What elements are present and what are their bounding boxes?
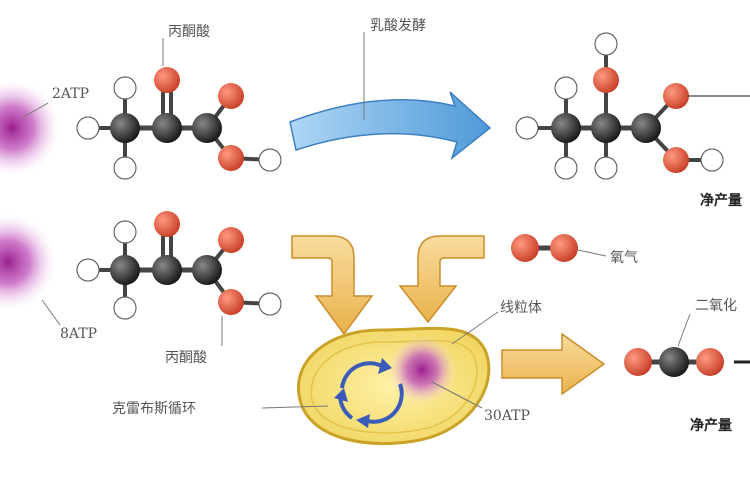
label-pyruvate-top: 丙酮酸 [168,24,210,40]
label-lactic-fermentation: 乳酸发酵 [370,18,426,34]
oxygen-atom [511,234,539,262]
label-atp-mitochondria: 30ATP [484,408,530,424]
oxygen-atom [218,145,244,171]
label-mitochondria: 线粒体 [500,300,542,316]
label-carbon-dioxide: 二氧化 [695,298,737,314]
pyruvate-molecule-bottom [76,211,282,320]
carbon-atom [591,113,621,143]
label-pyruvate-bottom: 丙酮酸 [165,350,207,366]
hydrogen-atom [76,258,100,282]
hydrogen-atom [554,76,578,100]
carbon-dioxide-molecule [624,347,724,377]
hydrogen-atom [554,156,578,180]
hydrogen-atom [258,292,282,316]
atp-burst-mitochondria [388,336,456,404]
label-net-product-bottom: 净产量 [690,417,732,434]
oxygen-atom [624,348,652,376]
carbon-dioxide-output-arrow [501,332,606,396]
pyruvate-molecule-top [76,67,282,180]
oxygen-atom [218,289,244,315]
oxygen-atom [593,67,619,93]
hydrogen-atom [594,32,618,56]
oxygen-atom [218,227,244,253]
hydrogen-atom [113,76,137,100]
oxygen-molecule [511,234,578,262]
carbon-atom [152,255,182,285]
label-oxygen: 氧气 [610,250,638,266]
hydrogen-atom [113,156,137,180]
label-atp-bottom: 8ATP [60,326,97,342]
lactic-fermentation-arrow [289,91,492,161]
carbon-atom [192,255,222,285]
atp-burst-bottom [0,214,56,310]
oxygen-entry-arrow-right [398,235,485,324]
hydrogen-atom [515,116,539,140]
label-krebs-cycle: 克雷布斯循环 [112,401,196,417]
oxygen-atom [218,83,244,109]
hydrogen-atom [113,296,137,320]
carbon-atom [152,113,182,143]
carbon-atom [551,113,581,143]
oxygen-atom [696,348,724,376]
oxygen-atom [154,67,180,93]
oxygen-atom [154,211,180,237]
hydrogen-atom [76,116,100,140]
hydrogen-atom [594,156,618,180]
oxygen-atom [550,234,578,262]
hydrogen-atom [258,148,282,172]
oxygen-atom [663,147,689,173]
carbon-atom [110,113,140,143]
atp-burst-top [0,80,60,176]
oxygen-atom [663,83,689,109]
hydrogen-atom [700,148,724,172]
label-net-product-top: 净产量 [700,192,742,209]
carbon-atom [110,255,140,285]
hydrogen-atom [113,220,137,244]
pyruvate-entry-arrow-left [291,235,374,336]
label-atp-top: 2ATP [52,86,89,102]
carbon-atom [192,113,222,143]
carbon-atom [659,347,689,377]
lactic-acid-molecule [515,32,724,180]
carbon-atom [631,113,661,143]
